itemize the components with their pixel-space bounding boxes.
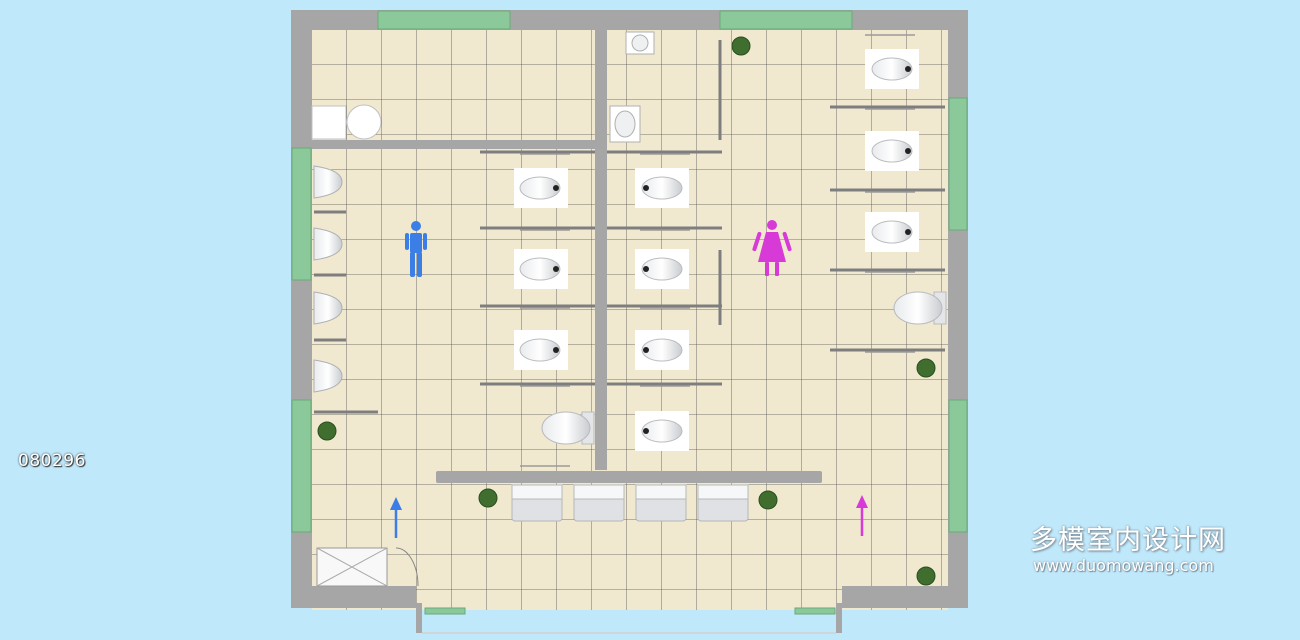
plants: [317, 36, 936, 586]
windows: [291, 10, 968, 615]
male-restroom-icon: [405, 221, 427, 277]
interior-walls: [312, 30, 822, 483]
wash-basins: [511, 484, 749, 522]
service-room-fixtures: [311, 31, 655, 143]
arrow-up-icon: [856, 495, 868, 536]
squat-toilets-women: [635, 49, 919, 451]
stall-partitions: [314, 40, 945, 414]
western-toilets: [541, 291, 947, 445]
drawing-code: 080296: [18, 451, 86, 471]
watermark-url: www.duomowang.com: [1033, 556, 1214, 575]
urinals: [313, 165, 343, 393]
watermark-site-name: 多模室内设计网: [1030, 525, 1226, 556]
mop-sink: [316, 547, 419, 587]
squat-toilets-men: [514, 168, 568, 370]
female-restroom-icon: [752, 220, 792, 276]
arrow-up-icon: [390, 497, 402, 538]
